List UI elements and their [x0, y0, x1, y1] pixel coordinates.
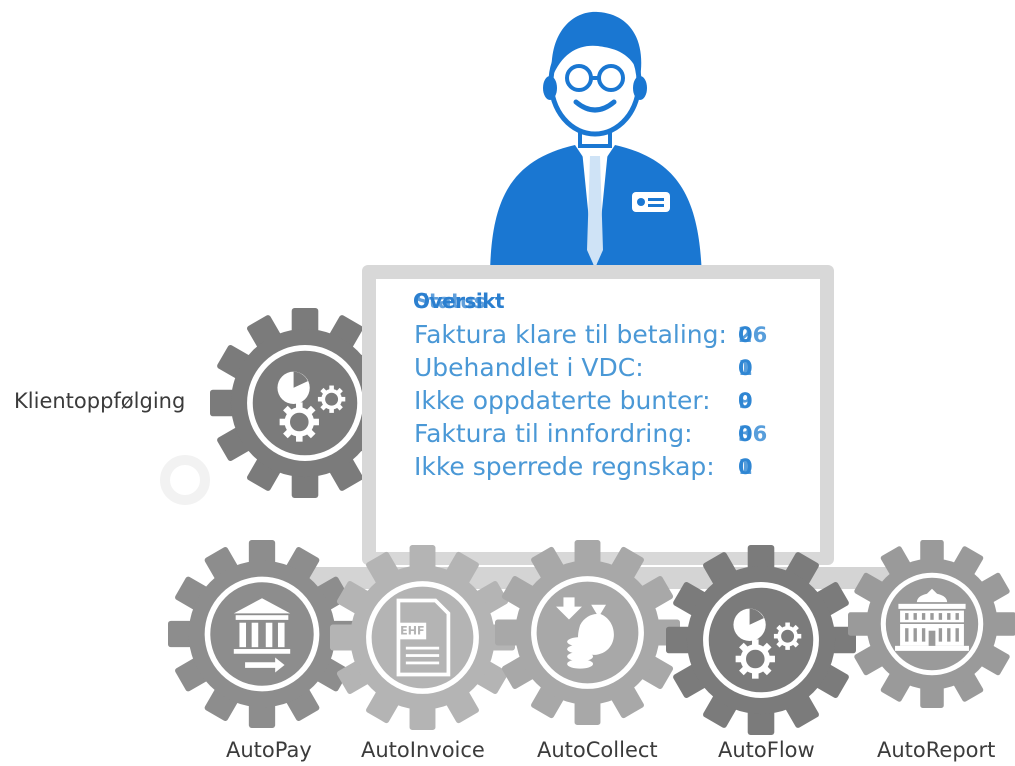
id-badge-icon	[632, 192, 670, 212]
autopay-gear	[168, 540, 356, 728]
money-bag-icon	[556, 597, 614, 669]
label-klientoppfolging: Klientoppfølging	[14, 389, 186, 413]
stat-label-faktura-klare: Faktura klare til betaling:	[414, 320, 727, 349]
autocollect-gear	[495, 540, 680, 725]
stat-label-ikke-oppdaterte-bunter: Ikke oppdaterte bunter:	[414, 386, 711, 415]
autoreport-gear	[848, 540, 1015, 708]
monitor-screen	[376, 279, 820, 552]
label-autoinvoice: AutoInvoice	[361, 738, 485, 762]
label-autopay: AutoPay	[226, 738, 312, 762]
faint-gear-ghost-icon	[160, 455, 210, 505]
autoflow-gear	[666, 545, 856, 735]
autoinvoice-gear: EHF	[330, 545, 515, 730]
ehf-document-icon: EHF	[396, 598, 451, 677]
stat-label-faktura-innfordring: Faktura til innfordring:	[414, 419, 693, 448]
government-building-icon	[895, 588, 969, 651]
support-person-illustration	[490, 11, 702, 280]
label-autoflow: AutoFlow	[718, 738, 815, 762]
stat-label-ikke-sperrede-regnskap: Ikke sperrede regnskap:	[414, 452, 715, 481]
stat-label-ubehandlet-vdc: Ubehandlet i VDC:	[414, 353, 644, 382]
bank-transfer-icon	[233, 598, 291, 673]
svg-text:EHF: EHF	[400, 625, 424, 638]
label-autocollect: AutoCollect	[537, 738, 658, 762]
label-autoreport: AutoReport	[877, 738, 996, 762]
